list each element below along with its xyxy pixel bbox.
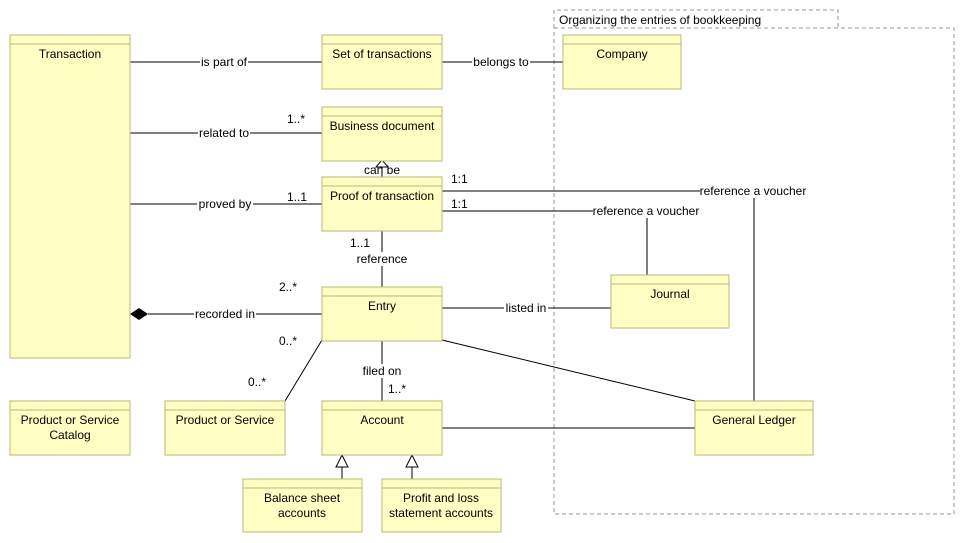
- class-name: Entry: [368, 299, 396, 313]
- class-name: Business document: [330, 119, 435, 133]
- class-general-ledger[interactable]: General Ledger: [694, 400, 814, 456]
- class-journal[interactable]: Journal: [610, 274, 730, 329]
- label-ref-voucher-1-mult: 1:1: [451, 172, 468, 186]
- class-product-or-service-catalog[interactable]: Product or Service Catalog: [9, 400, 131, 456]
- edge-entry-ledger[interactable]: [441, 339, 696, 402]
- class-entry[interactable]: Entry: [321, 286, 443, 342]
- class-name-line-1: Balance sheet: [264, 491, 341, 505]
- class-company[interactable]: Company: [562, 34, 682, 90]
- label-reference-mult: 1..1: [350, 236, 370, 250]
- generalization-arrow-can-be: [374, 159, 390, 168]
- label-proved-by: proved by: [199, 197, 252, 211]
- label-recorded-in: recorded in: [195, 307, 255, 321]
- label-reference: reference: [357, 252, 408, 266]
- label-filed-on: filed on: [363, 364, 402, 378]
- label-related-to: related to: [199, 126, 249, 140]
- label-ref-voucher-2: reference a voucher: [593, 204, 700, 218]
- label-listed-in: listed in: [506, 301, 547, 315]
- class-name-line-1: Product or Service: [21, 413, 120, 427]
- label-ref-voucher-2-mult: 1:1: [451, 197, 468, 211]
- label-proved-mult: 1..1: [287, 190, 307, 204]
- generalization-arrow-balance: [335, 453, 349, 468]
- class-account[interactable]: Account: [321, 400, 443, 456]
- composition-diamond: [130, 308, 148, 320]
- class-business-document[interactable]: Business document: [321, 106, 443, 162]
- edge-entry-product[interactable]: [284, 339, 323, 402]
- label-related-mult: 1..*: [287, 112, 305, 126]
- label-recorded-mult: 2..*: [279, 280, 297, 294]
- class-name-line-2: statement accounts: [389, 506, 493, 520]
- class-name-line-2: accounts: [278, 506, 326, 520]
- label-is-part-of: is part of: [201, 55, 248, 69]
- label-product-mult-entry: 0..*: [279, 334, 297, 348]
- generalization-arrow-profit: [405, 453, 419, 468]
- class-name: Proof of transaction: [330, 189, 434, 203]
- class-proof-of-transaction[interactable]: Proof of transaction: [321, 176, 443, 232]
- label-can-be: can be: [364, 163, 400, 177]
- class-name: Set of transactions: [332, 47, 431, 61]
- label-product-mult-prod: 0..*: [248, 375, 266, 389]
- class-name-line-1: Profit and loss: [403, 491, 479, 505]
- class-balance-sheet-accounts[interactable]: Balance sheet accounts: [242, 478, 363, 533]
- class-name-line-2: Catalog: [49, 428, 90, 442]
- class-set-of-transactions[interactable]: Set of transactions: [321, 34, 443, 90]
- label-filed-mult: 1..*: [388, 382, 406, 396]
- group-organizing-entries[interactable]: Organizing the entries of bookkeeping: [553, 9, 955, 515]
- class-profit-loss-accounts[interactable]: Profit and loss statement accounts: [381, 478, 502, 533]
- class-name: Product or Service: [176, 413, 275, 427]
- class-name: Journal: [650, 287, 689, 301]
- class-name: General Ledger: [712, 413, 795, 427]
- class-product-or-service[interactable]: Product or Service: [164, 400, 286, 456]
- group-title: Organizing the entries of bookkeeping: [559, 13, 761, 27]
- label-ref-voucher-1: reference a voucher: [700, 184, 807, 198]
- class-name: Transaction: [39, 47, 101, 61]
- class-transaction[interactable]: Transaction: [9, 34, 131, 359]
- edge-labels: is part of belongs to related to 1..* ca…: [194, 55, 806, 396]
- label-belongs-to: belongs to: [473, 55, 529, 69]
- class-name: Account: [360, 413, 404, 427]
- class-name: Company: [596, 47, 647, 61]
